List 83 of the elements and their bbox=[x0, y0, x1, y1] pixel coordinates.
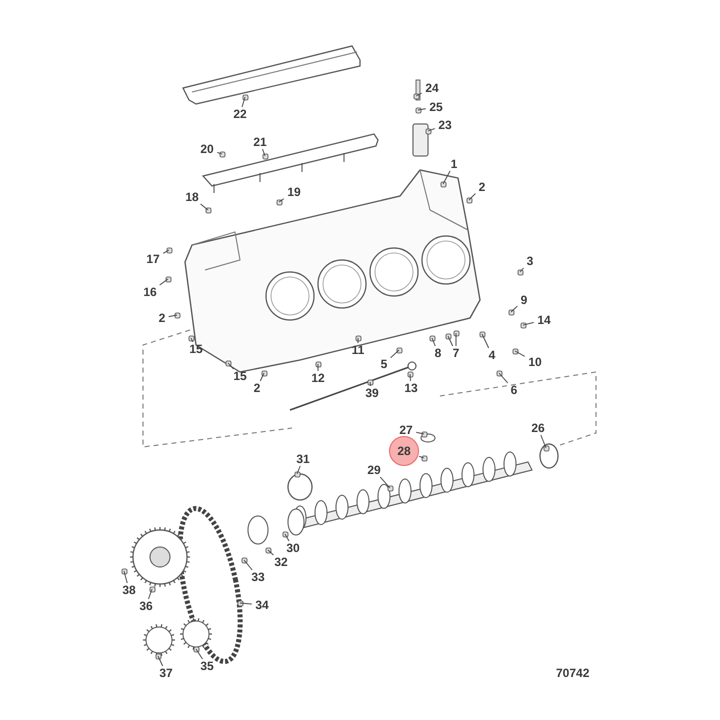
callout-number: 21 bbox=[252, 135, 268, 149]
leader-line bbox=[296, 466, 301, 474]
callout-number: 15 bbox=[232, 369, 248, 383]
leader-line bbox=[416, 432, 424, 434]
leader-line bbox=[418, 456, 424, 458]
callout-number: 17 bbox=[145, 252, 161, 266]
callout-number: 39 bbox=[364, 386, 380, 400]
callout-number: 14 bbox=[536, 313, 552, 327]
leader-line bbox=[390, 350, 400, 358]
callout-number: 2 bbox=[252, 381, 262, 395]
leader-line bbox=[268, 550, 274, 556]
callout-number: 22 bbox=[232, 107, 248, 121]
leader-line bbox=[284, 534, 290, 542]
callout-number: 11 bbox=[350, 343, 366, 357]
leader-line bbox=[514, 350, 526, 357]
leader-line bbox=[216, 152, 222, 154]
leader-line bbox=[370, 382, 372, 386]
callout-number: 33 bbox=[250, 570, 266, 584]
leader-line bbox=[468, 193, 476, 200]
callout-number: 19 bbox=[286, 185, 302, 199]
leader-line bbox=[482, 334, 490, 348]
callout-number: 27 bbox=[398, 423, 414, 437]
leader-line bbox=[242, 96, 246, 108]
callout-number: 24 bbox=[424, 81, 440, 95]
callout-number: 10 bbox=[527, 355, 543, 369]
callout-number: 36 bbox=[138, 599, 154, 613]
callout-number: 38 bbox=[121, 583, 137, 597]
leader-line bbox=[278, 198, 284, 202]
leader-line bbox=[442, 170, 451, 184]
callout-number: 4 bbox=[488, 348, 496, 362]
leader-line bbox=[244, 560, 253, 570]
leader-line bbox=[520, 268, 524, 272]
callout-number: 15 bbox=[188, 342, 204, 356]
leader-line bbox=[540, 434, 546, 448]
leader-line bbox=[262, 148, 266, 156]
callout-number: 29 bbox=[366, 463, 382, 477]
callout-number: 25 bbox=[428, 100, 444, 114]
callout-number: 8 bbox=[434, 346, 442, 360]
leader-line bbox=[498, 372, 508, 384]
callout-number: 37 bbox=[158, 666, 174, 680]
leader-line bbox=[168, 314, 178, 318]
callout-number: 31 bbox=[295, 452, 311, 466]
callout-number: 35 bbox=[199, 659, 215, 673]
callout-number: 30 bbox=[285, 541, 301, 555]
callout-number: 18 bbox=[184, 190, 200, 204]
callout-number: 28 bbox=[389, 436, 419, 466]
leader-line bbox=[158, 656, 164, 666]
leader-line bbox=[260, 372, 264, 382]
callout-number: 7 bbox=[452, 346, 460, 360]
leader-line bbox=[148, 588, 152, 600]
callout-number: 34 bbox=[254, 598, 270, 612]
leader-line bbox=[196, 648, 203, 660]
leader-line bbox=[510, 306, 518, 312]
callout-number: 6 bbox=[510, 383, 518, 397]
figure-number: 70742 bbox=[556, 666, 590, 680]
leader-line bbox=[410, 374, 411, 382]
callout-number: 9 bbox=[520, 293, 528, 307]
leader-line bbox=[159, 278, 168, 286]
leader-line bbox=[240, 602, 252, 605]
leader-line bbox=[124, 570, 128, 584]
leader-line bbox=[522, 322, 534, 326]
leader-line bbox=[416, 92, 422, 96]
leader-line bbox=[200, 204, 208, 210]
callout-number: 3 bbox=[526, 254, 534, 268]
leader-line bbox=[428, 128, 436, 132]
leader-line bbox=[190, 338, 194, 342]
callout-number: 16 bbox=[142, 285, 158, 299]
callout-number: 2 bbox=[478, 180, 486, 194]
callout-number: 12 bbox=[310, 371, 326, 385]
callout-number: 13 bbox=[403, 381, 419, 395]
callout-number: 1 bbox=[450, 157, 458, 171]
leader-line bbox=[432, 338, 436, 346]
callout-number: 23 bbox=[437, 118, 453, 132]
leader-line bbox=[448, 336, 454, 346]
callout-number: 5 bbox=[380, 357, 388, 371]
leader-line bbox=[162, 250, 170, 254]
callout-number: 26 bbox=[530, 421, 546, 435]
callout-number: 20 bbox=[199, 142, 215, 156]
callout-number: 32 bbox=[273, 555, 289, 569]
leader-line bbox=[228, 362, 234, 370]
leader-line bbox=[380, 476, 390, 488]
callout-number: 2 bbox=[158, 311, 166, 325]
leader-line bbox=[418, 108, 426, 110]
